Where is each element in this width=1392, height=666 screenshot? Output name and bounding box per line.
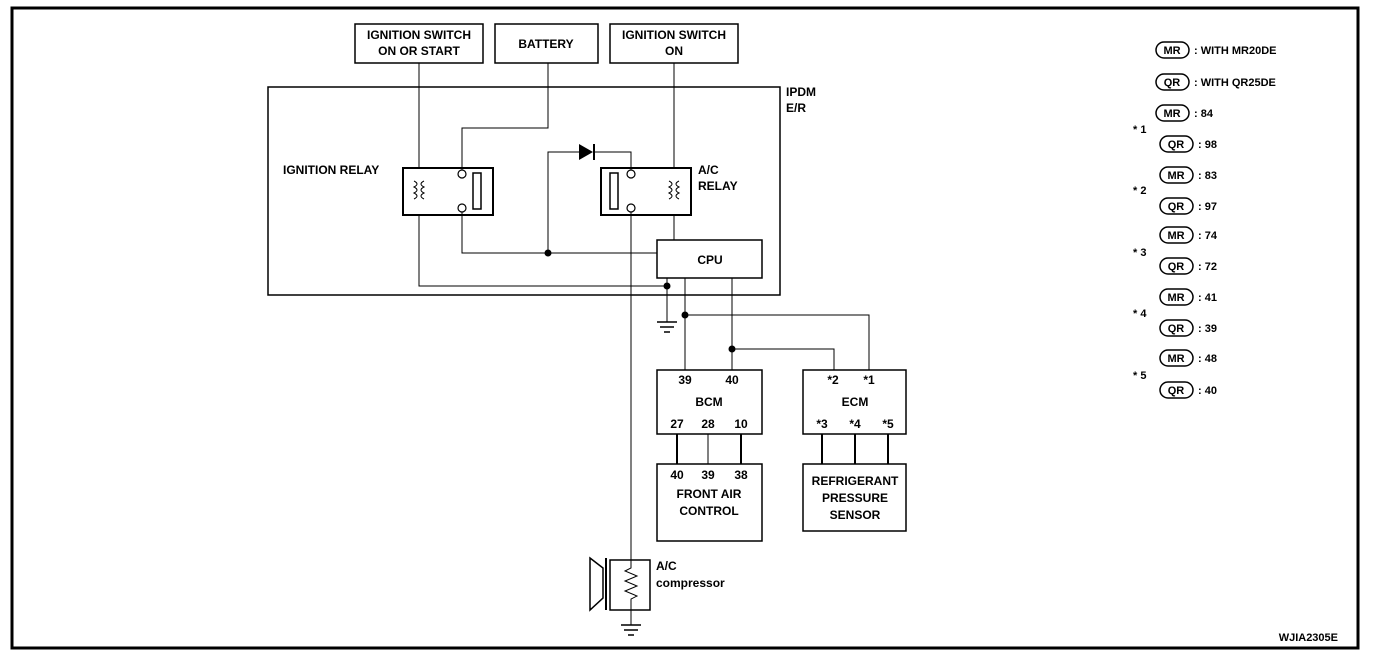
legend-group-5-label: * 5 — [1133, 370, 1146, 382]
ac-compressor — [589, 556, 651, 636]
cpu-box — [656, 239, 763, 279]
legend-group-5-mr: : 48 — [1198, 353, 1217, 365]
bcm-pin-40: 40 — [725, 373, 739, 387]
legend-group-4-label: * 4 — [1133, 308, 1147, 320]
legend-group-3: * 3 MR : 74 QR : 72 — [1133, 226, 1218, 275]
ignition-relay — [402, 167, 494, 216]
wires — [418, 63, 870, 560]
bcm-pin-27: 27 — [670, 417, 684, 431]
legend-badge-mr: MR — [1163, 45, 1180, 57]
compressor-coil-icon — [623, 560, 639, 610]
ign-on-start-line2: ON OR START — [378, 44, 460, 58]
fac-pin-40: 40 — [670, 468, 684, 482]
ipdm-label-line2: E/R — [786, 101, 806, 115]
legend-badge-mr: MR — [1167, 292, 1184, 304]
compressor-label-line1: A/C — [656, 559, 677, 573]
ecm-pin-2: *2 — [827, 373, 839, 387]
figure-id: WJIA2305E — [1279, 632, 1338, 644]
legend-badge-qr: QR — [1168, 201, 1185, 213]
bcm-pin-10: 10 — [734, 417, 748, 431]
legend-group-2: * 2 MR : 83 QR : 97 — [1133, 166, 1217, 215]
legend-group-1-label: * 1 — [1133, 124, 1146, 136]
fac-pin-38: 38 — [734, 468, 748, 482]
ecm-pin-1: *1 — [863, 373, 875, 387]
legend-group-5: * 5 MR : 48 QR : 40 — [1133, 349, 1217, 399]
legend-badge-mr: MR — [1167, 230, 1184, 242]
diagram-frame — [10, 6, 1360, 650]
legend-group-2-qr: : 97 — [1198, 201, 1217, 213]
legend-group-1: * 1 MR : 84 QR : 98 — [1133, 104, 1217, 153]
ignition-switch-on-start-box: IGNITION SWITCH ON OR START — [354, 23, 484, 64]
legend-badge-mr: MR — [1167, 170, 1184, 182]
rps-line3: SENSOR — [830, 508, 881, 522]
compressor-label-line2: compressor — [656, 576, 725, 590]
legend-badge-mr: MR — [1163, 108, 1180, 120]
front-air-control-box: 40 39 38 FRONT AIR CONTROL — [656, 463, 763, 542]
legend-group-3-mr: : 74 — [1198, 230, 1218, 242]
bcm-pin-28: 28 — [701, 417, 715, 431]
bcm-box: 39 40 BCM 27 28 10 — [656, 369, 763, 435]
legend-with-mr: MR : WITH MR20DE — [1155, 41, 1277, 59]
diode-icon — [579, 144, 595, 160]
ecm-pin-5: *5 — [882, 417, 894, 431]
legend-group-1-qr: : 98 — [1198, 139, 1217, 151]
ecm-pin-4: *4 — [849, 417, 861, 431]
junction-dots — [544, 249, 736, 353]
rps-line2: PRESSURE — [822, 491, 888, 505]
legend-with-qr: QR : WITH QR25DE — [1155, 73, 1276, 91]
ignition-relay-coil-icon — [412, 180, 418, 200]
legend-with-mr-text: : WITH MR20DE — [1194, 45, 1277, 57]
ac-relay-label-line2: RELAY — [698, 179, 738, 193]
legend-group-1-mr: : 84 — [1194, 108, 1214, 120]
ac-relay-coil-icon — [667, 180, 673, 200]
legend-group-2-label: * 2 — [1133, 185, 1146, 197]
legend-badge-qr: QR — [1168, 385, 1185, 397]
cpu-label: CPU — [697, 253, 722, 267]
legend-badge-qr: QR — [1164, 77, 1181, 89]
legend-group-3-qr: : 72 — [1198, 261, 1217, 273]
bcm-pin-39: 39 — [678, 373, 692, 387]
compressor-clutch-icon — [589, 556, 604, 612]
ignition-switch-on-box: IGNITION SWITCH ON — [609, 23, 739, 64]
legend: MR : WITH MR20DE QR : WITH QR25DE * 1 MR… — [1133, 41, 1277, 399]
legend-badge-qr: QR — [1168, 261, 1185, 273]
ecm-title: ECM — [842, 395, 869, 409]
fac-title-line1: FRONT AIR — [677, 487, 742, 501]
ign-on-line1: IGNITION SWITCH — [622, 28, 726, 42]
ignition-relay-label: IGNITION RELAY — [283, 163, 379, 177]
legend-group-2-mr: : 83 — [1198, 170, 1217, 182]
ac-relay — [600, 167, 692, 216]
fac-title-line2: CONTROL — [679, 504, 738, 518]
legend-badge-mr: MR — [1167, 353, 1184, 365]
thick-wires — [676, 434, 889, 464]
ipdm-label-line1: IPDM — [786, 85, 816, 99]
legend-badge-qr: QR — [1168, 139, 1185, 151]
legend-with-qr-text: : WITH QR25DE — [1194, 77, 1276, 89]
ipdm-box — [267, 86, 781, 296]
rps-line1: REFRIGERANT — [812, 474, 899, 488]
ac-relay-label-line1: A/C — [698, 163, 719, 177]
ground-icon — [657, 321, 677, 333]
battery-box: BATTERY — [494, 23, 599, 64]
legend-badge-qr: QR — [1168, 323, 1185, 335]
battery-label: BATTERY — [518, 37, 573, 51]
legend-group-3-label: * 3 — [1133, 247, 1146, 259]
legend-group-5-qr: : 40 — [1198, 385, 1217, 397]
ign-on-start-line1: IGNITION SWITCH — [367, 28, 471, 42]
legend-group-4: * 4 MR : 41 QR : 39 — [1133, 288, 1217, 337]
compressor-ground-icon — [621, 624, 641, 636]
bcm-title: BCM — [695, 395, 722, 409]
refrigerant-pressure-sensor-box: REFRIGERANT PRESSURE SENSOR — [802, 463, 907, 532]
legend-group-4-qr: : 39 — [1198, 323, 1217, 335]
ign-on-line2: ON — [665, 44, 683, 58]
ecm-pin-3: *3 — [816, 417, 828, 431]
fac-pin-39: 39 — [701, 468, 715, 482]
ecm-box: *2 *1 ECM *3 *4 *5 — [802, 369, 907, 435]
legend-group-4-mr: : 41 — [1198, 292, 1217, 304]
